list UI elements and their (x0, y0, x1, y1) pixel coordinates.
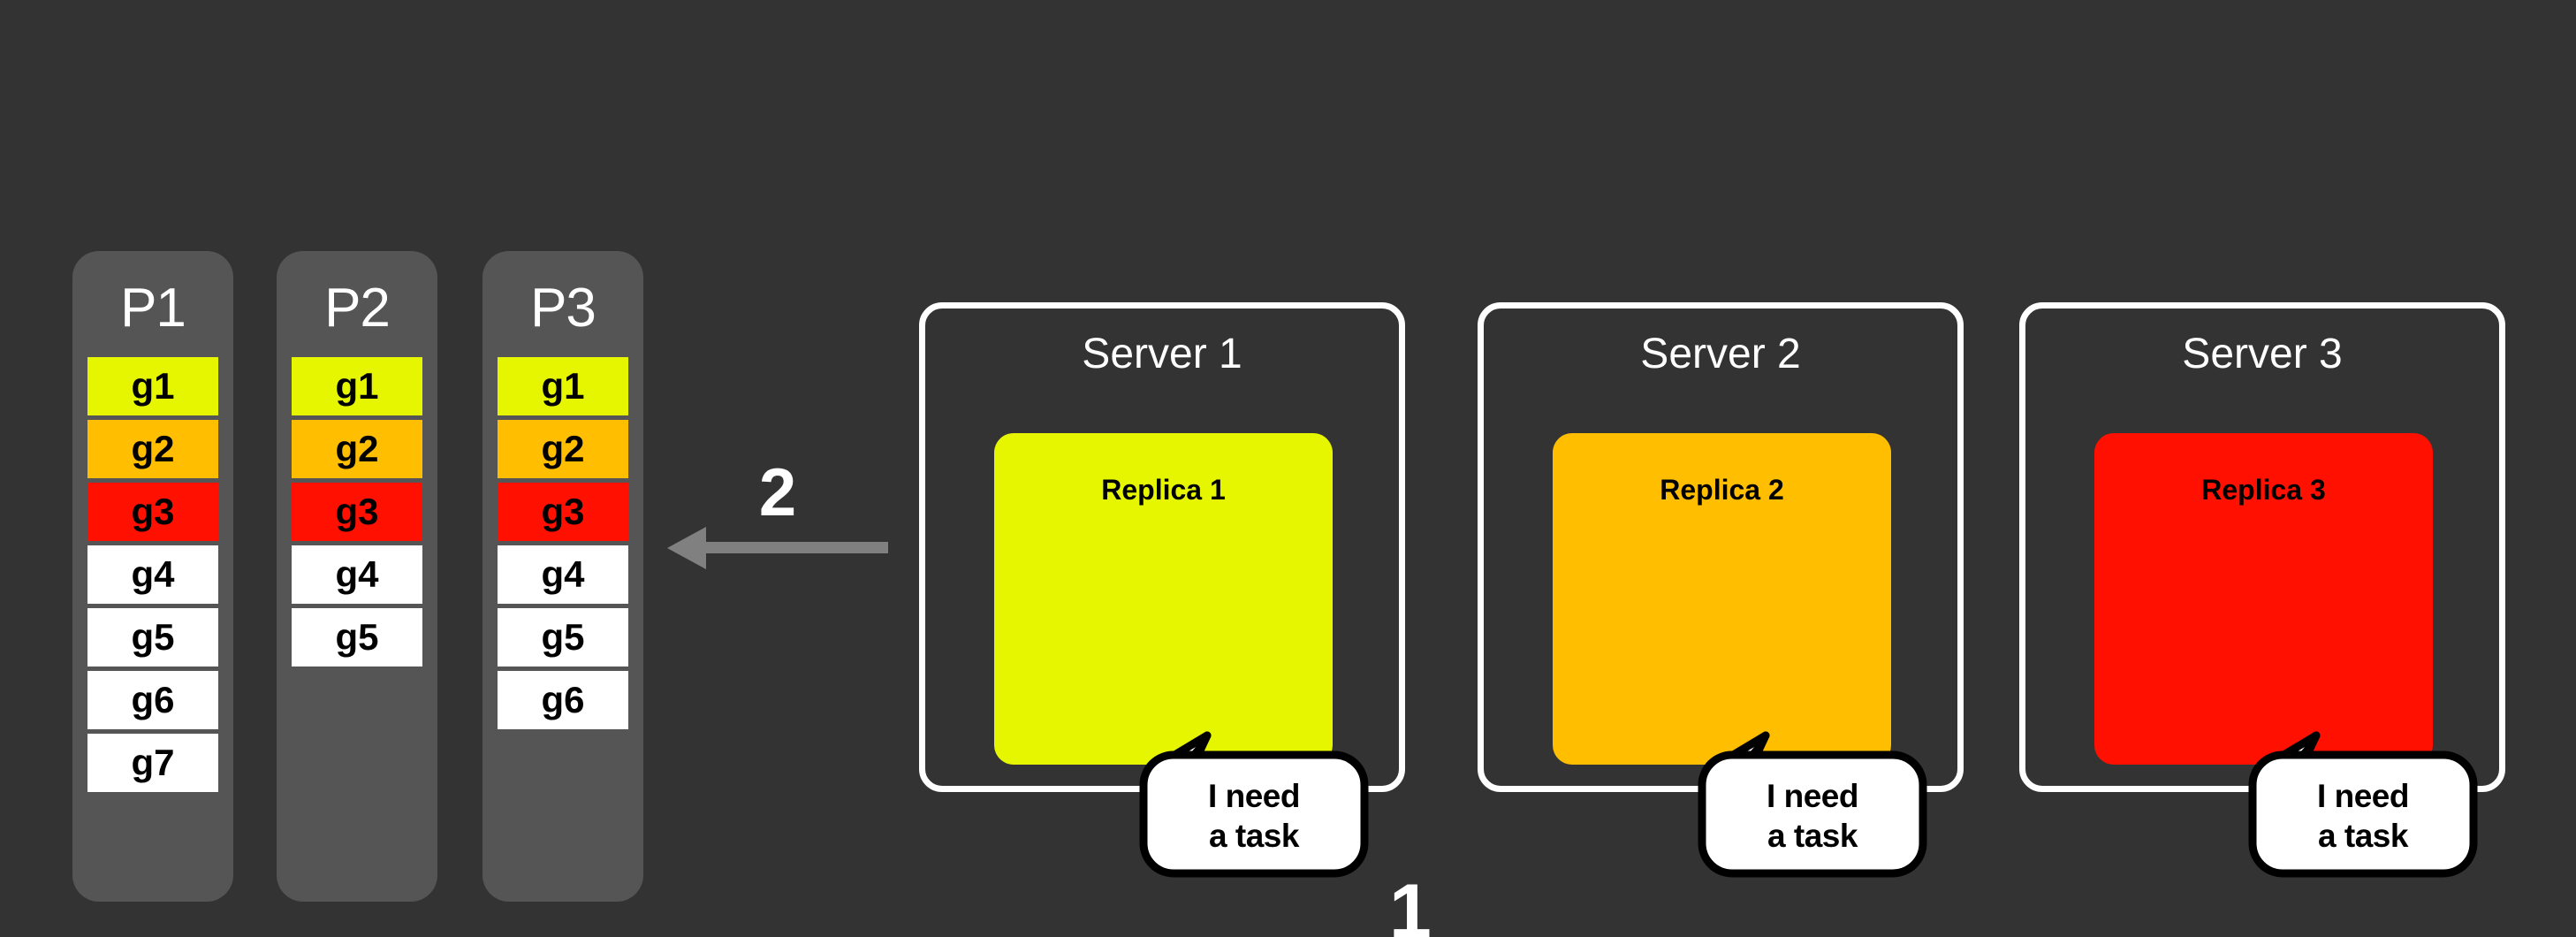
partition-p3-slot-g5: g5 (498, 608, 628, 667)
speech-bubble-shape (1139, 731, 1369, 878)
replica-1-box: Replica 1 (994, 433, 1333, 765)
partition-p2-title: P2 (324, 278, 391, 339)
server-3-speech-bubble: I need a task (2248, 731, 2478, 878)
partition-p1-slot-g6: g6 (87, 671, 218, 729)
partition-p3-slot-g6: g6 (498, 671, 628, 729)
left-arrow-icon (667, 527, 888, 569)
partition-p1-slot-g5: g5 (87, 608, 218, 667)
replica-2-box: Replica 2 (1553, 433, 1891, 765)
step-2-arrow-group: 2 (667, 460, 888, 575)
partition-p1-slot-g1: g1 (87, 357, 218, 415)
partition-p2-slot-g4: g4 (292, 545, 422, 604)
server-2-speech-bubble: I need a task (1698, 731, 1927, 878)
partition-p3-slot-g4: g4 (498, 545, 628, 604)
partition-p1-title: P1 (120, 278, 186, 339)
replica-3-title: Replica 3 (2201, 474, 2326, 506)
step-2-label: 2 (758, 455, 797, 530)
partition-p1-slot-g3: g3 (87, 483, 218, 541)
partition-p2-slot-g1: g1 (292, 357, 422, 415)
partition-p2-slot-g2: g2 (292, 420, 422, 478)
speech-bubble-shape (2248, 731, 2478, 878)
partition-p3-slot-g1: g1 (498, 357, 628, 415)
partition-p2-slot-g3: g3 (292, 483, 422, 541)
server-1-speech-bubble: I need a task (1139, 731, 1369, 878)
replica-2-title: Replica 2 (1660, 474, 1784, 506)
server-3-title: Server 3 (2182, 331, 2343, 377)
partition-p2-slot-g5: g5 (292, 608, 422, 667)
server-3-bubble-text: I need a task (2317, 778, 2409, 855)
step-1-label: 1 (1389, 869, 1432, 937)
partition-p1-slot-g4: g4 (87, 545, 218, 604)
speech-bubble-shape (1698, 731, 1927, 878)
partition-p1-slot-g7: g7 (87, 734, 218, 792)
partition-p3-slot-g2: g2 (498, 420, 628, 478)
server-2-bubble-text: I need a task (1767, 778, 1858, 855)
server-1-title: Server 1 (1082, 331, 1242, 377)
partition-p3-title: P3 (530, 278, 597, 339)
partition-p1-slot-g2: g2 (87, 420, 218, 478)
replica-1-title: Replica 1 (1101, 474, 1226, 506)
partition-p3-slot-g3: g3 (498, 483, 628, 541)
server-1-bubble-text: I need a task (1208, 778, 1300, 855)
server-2-title: Server 2 (1640, 331, 1801, 377)
replica-3-box: Replica 3 (2094, 433, 2433, 765)
